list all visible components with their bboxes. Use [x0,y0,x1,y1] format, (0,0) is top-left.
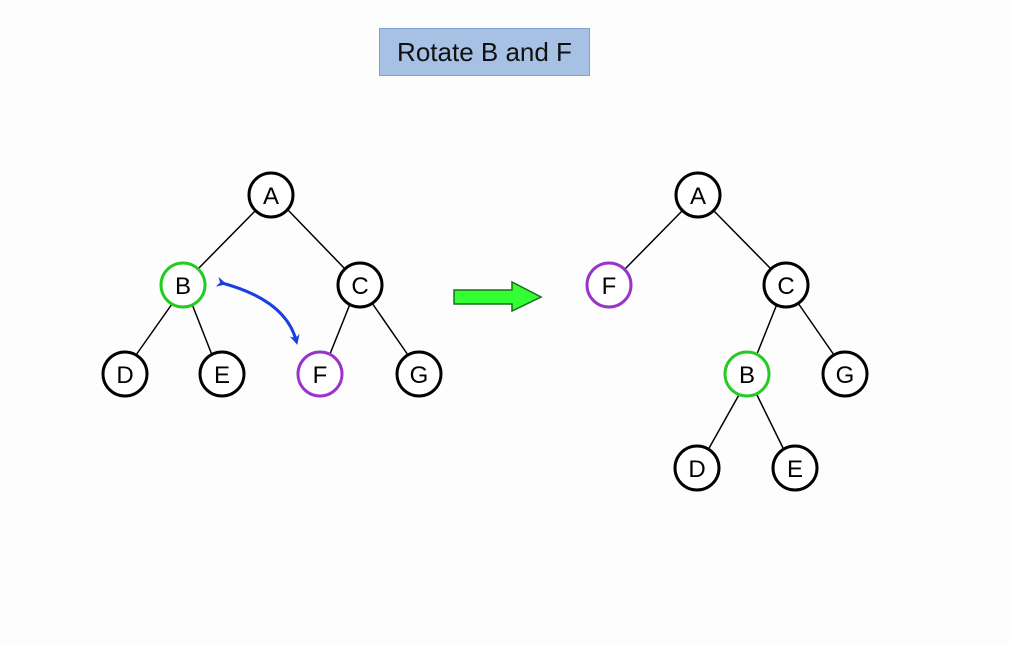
edge-a-c [712,209,773,271]
edge-b-e [755,392,785,451]
after-node-c: C [762,261,810,309]
before-node-a: A [247,171,295,219]
after-node-f: F [585,261,633,309]
node-label: D [116,362,133,389]
node-label: G [836,362,855,389]
edge-a-b [196,209,257,271]
node-label: B [175,273,191,300]
edge-a-f [623,209,684,271]
before-edges [135,209,409,356]
edge-c-g [371,302,409,356]
after-tree: A F C B G D E [585,171,869,492]
edge-b-d [707,392,741,451]
edge-c-f [329,303,351,355]
node-label: A [263,183,279,210]
after-node-g: G [821,350,869,398]
after-node-d: D [673,444,721,492]
node-label: E [214,362,230,389]
node-label: G [410,362,429,389]
transition-arrow [453,280,543,313]
before-node-c: C [336,261,384,309]
after-node-a: A [674,171,722,219]
after-edges [623,209,835,451]
before-tree: A B C D E F G [101,171,443,398]
node-label: B [739,362,755,389]
node-label: C [351,273,368,300]
node-label: A [690,183,706,210]
edge-b-d [135,303,173,356]
title-text: Rotate B and F [397,36,572,67]
title-box: Rotate B and F [379,28,590,76]
node-label: F [313,362,328,389]
edge-c-b [756,303,778,355]
edge-a-c [287,209,347,271]
before-node-f: F [296,350,344,398]
before-node-b: B [159,261,207,309]
before-node-e: E [198,350,246,398]
node-label: C [777,273,794,300]
before-node-d: D [101,350,149,398]
after-node-b: B [723,350,771,398]
node-label: D [688,456,705,483]
after-node-e: E [771,444,819,492]
node-label: E [787,456,803,483]
swap-arrow [215,276,300,345]
edge-b-e [191,303,213,356]
before-node-g: G [395,350,443,398]
edge-c-g [797,302,835,356]
node-label: F [602,273,617,300]
